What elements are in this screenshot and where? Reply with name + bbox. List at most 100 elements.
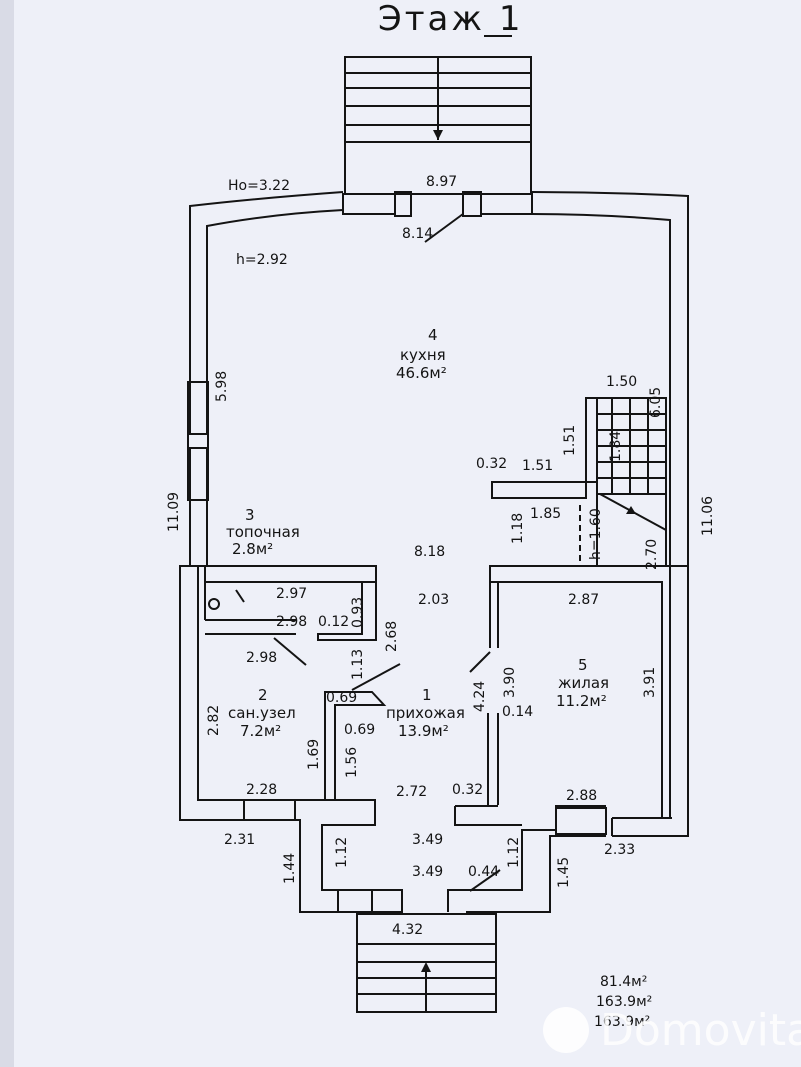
dim-bath-width: 2.98 xyxy=(246,650,277,666)
arrow-down-icon xyxy=(433,130,443,140)
dim-bath-height: 2.82 xyxy=(206,705,222,736)
dim-ledge-low: 1.85 xyxy=(530,506,561,522)
living-door-jamb xyxy=(487,582,499,805)
dim-porch-thickness: 0.44 xyxy=(468,864,499,880)
dim-pass-height: 1.18 xyxy=(510,513,526,544)
dim-ledge-height: 1.51 xyxy=(562,425,578,456)
room-3-area: 2.8м² xyxy=(232,540,273,558)
dim-mid-width: 8.18 xyxy=(414,544,445,560)
dim-porch-outer-right: 1.45 xyxy=(556,857,572,888)
walls xyxy=(179,56,689,1013)
dim-boiler-thickness: 0.12 xyxy=(318,614,349,630)
total-area-2: 163.9м² xyxy=(596,994,652,1010)
dim-stair-width: 1.50 xyxy=(606,374,637,390)
dim-top-inner: 8.14 xyxy=(402,226,433,242)
dim-boiler-width: 2.97 xyxy=(276,586,307,602)
page-left-shadow xyxy=(0,0,14,1067)
lower-wall-right xyxy=(447,805,672,913)
dim-right-outer: 11.06 xyxy=(700,496,716,536)
dim-porch-bottom: 4.32 xyxy=(392,922,423,938)
dim-bottom-left-width: 2.31 xyxy=(224,832,255,848)
dim-living-height-1: 3.90 xyxy=(502,667,518,698)
dim-bottom-right-width: 2.33 xyxy=(604,842,635,858)
top-steps xyxy=(344,56,532,195)
room-5-area: 11.2м² xyxy=(556,692,607,710)
dim-boiler-width-2: 2.98 xyxy=(276,614,307,630)
outer-wall-top-right xyxy=(531,191,689,837)
boiler-fixture xyxy=(208,598,220,610)
bottom-steps xyxy=(356,913,497,1013)
outer-wall-inner-top-left xyxy=(206,209,344,566)
outer-wall-inner-top-right xyxy=(531,213,671,819)
dim-ledge-width: 1.51 xyxy=(522,458,553,474)
height-inner: h=2.92 xyxy=(236,252,288,268)
room-2-name: сан.узел xyxy=(228,704,296,722)
room-4-area: 46.6м² xyxy=(396,364,447,382)
height-outer: Но=3.22 xyxy=(228,178,290,194)
room-4-name: кухня xyxy=(400,346,446,364)
dim-living-thickness: 0.14 xyxy=(502,704,533,720)
porch-jamb xyxy=(371,889,403,913)
dim-top-outer: 8.97 xyxy=(426,174,457,190)
porch-door-swing xyxy=(469,869,501,892)
dim-seg-156: 1.56 xyxy=(344,747,360,778)
stair-arrow-icon xyxy=(626,506,636,514)
living-room-walls xyxy=(489,565,688,818)
dim-living-height-2: 3.91 xyxy=(642,667,658,698)
window-left-3 xyxy=(187,447,209,501)
room-5-number: 5 xyxy=(578,656,588,674)
window-bottom-left xyxy=(243,799,296,821)
window-left-2 xyxy=(187,433,209,449)
lower-wall-left xyxy=(179,565,376,913)
dim-diagonal: 2.68 xyxy=(384,621,400,652)
window-bottom-right xyxy=(555,807,607,835)
bath-door-swing xyxy=(273,637,307,666)
bath-wall-divider xyxy=(317,582,377,641)
total-area-1: 81.4м² xyxy=(600,974,647,990)
dim-porch-left: 1.12 xyxy=(334,837,350,868)
dim-stair-length: 6.05 xyxy=(648,387,664,418)
dim-stair-1: 1.84 xyxy=(608,431,624,462)
watermark-text: Domovita xyxy=(600,1005,801,1056)
dim-left-outer: 11.09 xyxy=(166,492,182,532)
dim-seg-169: 1.69 xyxy=(306,739,322,770)
dim-stair-2: 2.70 xyxy=(644,539,660,570)
dim-hall-thickness: 0.32 xyxy=(452,782,483,798)
living-door-swing xyxy=(469,651,491,673)
dim-seg-069a: 0.69 xyxy=(326,690,357,706)
dim-porch-1: 3.49 xyxy=(412,832,443,848)
boiler-wall xyxy=(204,582,296,635)
hall-door-frame xyxy=(454,805,522,826)
room-3-number: 3 xyxy=(245,506,255,524)
dim-porch-right: 1.12 xyxy=(506,837,522,868)
arrow-up-icon xyxy=(421,962,431,972)
door-swing-top xyxy=(424,213,464,243)
height-stair: h=1.60 xyxy=(588,508,604,560)
dim-bath-width-2: 2.28 xyxy=(246,782,277,798)
room-3-name: топочная xyxy=(226,523,300,541)
room-4-number: 4 xyxy=(428,326,438,344)
dim-left-upper: 5.98 xyxy=(214,371,230,402)
dim-seg-113: 1.13 xyxy=(350,649,366,680)
dim-boiler-height: 0.93 xyxy=(350,597,366,628)
dim-porch-outer-left: 1.44 xyxy=(282,853,298,884)
plan-title: Этаж 1 xyxy=(378,0,523,39)
dim-porch-2: 3.49 xyxy=(412,864,443,880)
dim-seg-069b: 0.69 xyxy=(344,722,375,738)
room-5-name: жилая xyxy=(558,674,609,692)
room-2-area: 7.2м² xyxy=(240,722,281,740)
dim-living-width: 2.87 xyxy=(568,592,599,608)
total-area-3: 163.9м² xyxy=(594,1014,650,1030)
room-1-number: 1 xyxy=(422,686,432,704)
boiler-door xyxy=(235,589,245,603)
room-1-name: прихожая xyxy=(386,704,465,722)
room-2-number: 2 xyxy=(258,686,268,704)
door-jamb-left xyxy=(394,191,412,217)
dim-living-width-2: 2.88 xyxy=(566,788,597,804)
watermark-logo-icon xyxy=(543,1007,589,1053)
dim-hall-top: 2.03 xyxy=(418,592,449,608)
dim-ledge-thickness: 0.32 xyxy=(476,456,507,472)
room-1-area: 13.9м² xyxy=(398,722,449,740)
